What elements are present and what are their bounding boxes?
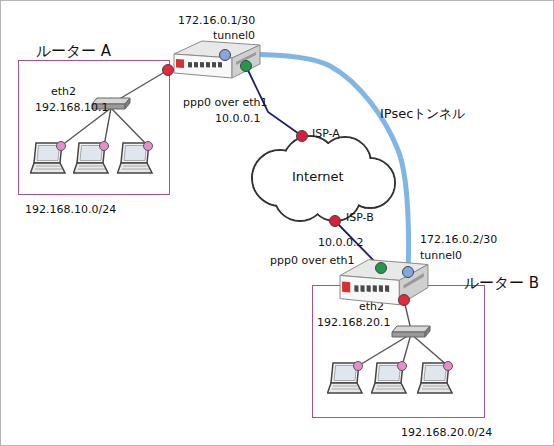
port-dot <box>399 295 410 306</box>
interface-label: ISP-A <box>312 127 340 140</box>
address-text: 192.168.20.1 <box>317 316 390 329</box>
port-dot <box>403 267 414 278</box>
ipsec-tunnel <box>225 54 409 272</box>
router-name: ルーター A <box>36 42 111 60</box>
isp-dot <box>330 216 341 227</box>
port-dot <box>376 263 387 274</box>
interface-label: ppp0 over eth1 <box>183 96 268 109</box>
address-text: 192.168.20.0/24 <box>401 426 492 439</box>
isp-dot <box>297 131 308 142</box>
interface-label: 172.16.0.1/30 <box>178 14 255 27</box>
interface-label: tunnel0 <box>213 29 255 42</box>
port-dot <box>163 65 174 76</box>
interface-label: 10.0.0.1 <box>215 112 260 125</box>
router-device: ルーター A <box>172 38 262 84</box>
router-illustration <box>172 38 262 84</box>
address-text: 192.168.10.0/24 <box>25 203 116 216</box>
router-name: ルーター B <box>464 274 539 292</box>
interface-label: 10.0.0.2 <box>318 236 363 249</box>
internet-cloud: Internet <box>240 133 400 223</box>
port-dot <box>220 50 231 61</box>
port-dot <box>241 61 252 72</box>
switch-symbol <box>392 326 430 337</box>
tunnel-label: IPsecトンネル <box>380 106 465 122</box>
lan-segment-box: eth2192.168.10.1192.168.10.0/24 <box>18 60 170 195</box>
address-text: 192.168.10.1 <box>35 101 108 114</box>
interface-label: 172.16.0.2/30 <box>420 233 497 246</box>
host-port-dots <box>57 142 453 371</box>
interface-label: ISP-B <box>346 211 374 224</box>
cloud-name: Internet <box>292 169 344 185</box>
interface-label: tunnel0 <box>420 249 462 262</box>
interface-label: ppp0 over eth1 <box>270 254 355 267</box>
address-text: eth2 <box>51 85 76 98</box>
